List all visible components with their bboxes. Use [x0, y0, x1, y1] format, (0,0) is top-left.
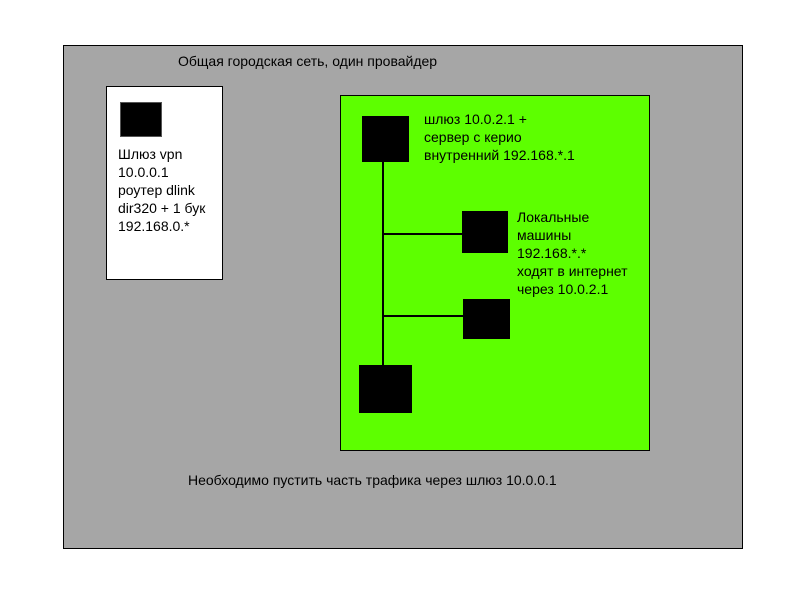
gateway-server-label: шлюз 10.0.2.1 + сервер с керио внутренни… — [424, 111, 575, 163]
branch-line-2 — [383, 315, 463, 317]
local-machine-device-1 — [462, 211, 508, 253]
vpn-router-device — [120, 102, 162, 137]
local-machines-label: Локальные машины 192.168.*.* ходят в инт… — [517, 209, 628, 297]
city-network-label: Общая городская сеть, один провайдер — [178, 53, 438, 69]
local-machine-device-3 — [359, 365, 412, 413]
branch-line-1 — [383, 233, 463, 235]
gateway-server-device — [362, 116, 409, 162]
diagram-caption: Необходимо пустить часть трафика через ш… — [188, 472, 557, 488]
local-machine-device-2 — [463, 299, 510, 339]
vpn-gateway-label: Шлюз vpn 10.0.0.1 роутер dlink dir320 + … — [118, 146, 206, 234]
trunk-line — [382, 162, 384, 368]
